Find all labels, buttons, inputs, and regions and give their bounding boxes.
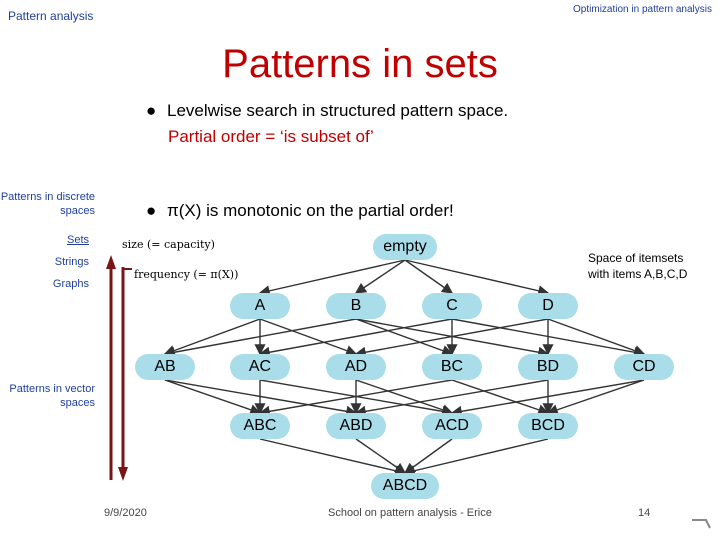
edge-A-AD <box>259 318 358 356</box>
header-left: Pattern analysis <box>8 9 94 23</box>
frequency-arrowhead-icon <box>118 467 128 481</box>
edge-AB-ABC <box>164 379 262 416</box>
edge-BC-ABC <box>258 379 453 417</box>
node-C: C <box>422 293 482 319</box>
edge-BC-BCD <box>451 379 550 416</box>
bullet-1-sub: Partial order = ‘is subset of’ <box>168 127 374 146</box>
node-empty: empty <box>373 234 437 260</box>
edge-CD-BCD <box>546 379 645 416</box>
edge-ABD-ABCD <box>355 438 407 474</box>
node-ABC: ABC <box>230 413 290 439</box>
bullet-2-text: π(X) is monotonic on the partial order! <box>167 201 454 220</box>
edge-B-AB <box>163 318 357 358</box>
header-right: Optimization in pattern analysis <box>573 4 712 15</box>
size-arrowhead-icon <box>106 255 116 269</box>
node-A: A <box>230 293 290 319</box>
edge-empty-A <box>258 259 406 297</box>
space-label-line1: Space of itemsets <box>588 251 684 265</box>
node-BCD: BCD <box>518 413 578 439</box>
bullet-dot-icon: ● <box>146 201 157 220</box>
edge-AD-ACD <box>355 379 454 416</box>
space-label-line2: with items A,B,C,D <box>588 267 688 281</box>
sidebar-link-strings[interactable]: Strings <box>54 256 89 268</box>
bullet-1: ● Levelwise search in structured pattern… <box>146 101 508 121</box>
edge-BD-ABD <box>354 379 549 417</box>
corner-swoosh-icon <box>692 519 711 529</box>
node-CD: CD <box>614 354 674 380</box>
node-AC: AC <box>230 354 290 380</box>
node-ACD: ACD <box>422 413 482 439</box>
bullet-1-text: Levelwise search in structured pattern s… <box>167 101 509 120</box>
itemset-space-label: Space of itemsets with items A,B,C,D <box>588 250 687 282</box>
footer-date: 9/9/2020 <box>104 507 147 519</box>
sidebar-link-graphs[interactable]: Graphs <box>52 278 89 290</box>
node-D: D <box>518 293 578 319</box>
node-BC: BC <box>422 354 482 380</box>
bullet-2: ● π(X) is monotonic on the partial order… <box>146 201 454 221</box>
edge-C-AC <box>258 318 453 358</box>
edge-CD-ACD <box>450 379 645 417</box>
node-AB: AB <box>135 354 195 380</box>
node-B: B <box>326 293 386 319</box>
edge-empty-D <box>404 259 550 297</box>
node-BD: BD <box>518 354 578 380</box>
sidebar-vector: Patterns in vector spaces <box>9 383 95 409</box>
footer-page-number: 14 <box>638 507 651 519</box>
edge-empty-C <box>404 259 454 294</box>
edge-BCD-ABCD <box>403 438 549 477</box>
slide-title: Patterns in sets <box>222 42 498 86</box>
edge-A-AB <box>163 318 261 356</box>
node-ABD: ABD <box>326 413 386 439</box>
bullet-dot-icon: ● <box>146 101 157 120</box>
edge-D-AD <box>354 318 549 358</box>
node-AD: AD <box>326 354 386 380</box>
footer-center: School on pattern analysis - Erice <box>328 507 492 519</box>
legend-frequency: frequency (= π(X)) <box>134 268 239 281</box>
legend-size: size (= capacity) <box>122 238 215 251</box>
sidebar-discrete: Patterns in discrete spaces <box>0 191 95 217</box>
edge-ABC-ABCD <box>259 438 407 477</box>
node-ABCD: ABCD <box>371 473 439 499</box>
edge-D-CD <box>547 318 646 356</box>
sidebar-link-sets[interactable]: Sets <box>66 234 89 246</box>
monotonic-arrows <box>106 255 132 481</box>
edge-B-BC <box>355 318 454 356</box>
edge-empty-B <box>354 259 406 294</box>
